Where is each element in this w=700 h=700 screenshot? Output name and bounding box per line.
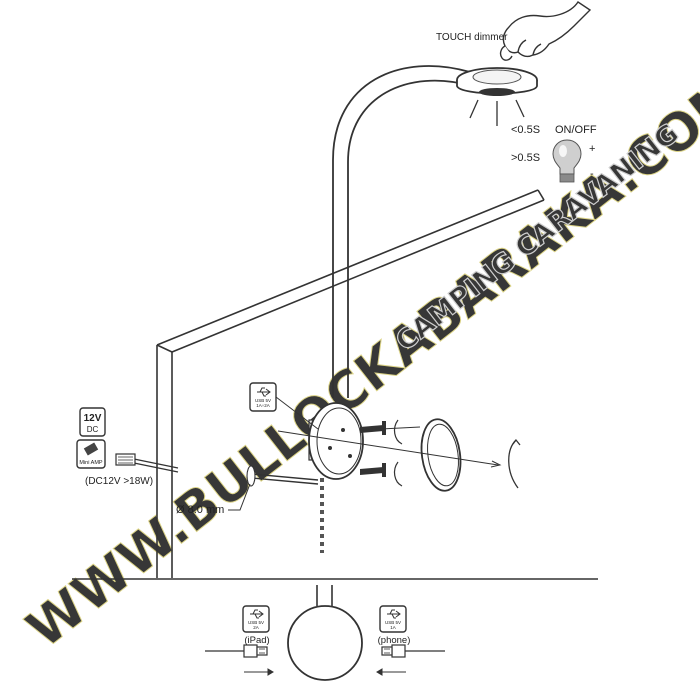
touch-dimmer-label: TOUCH dimmer	[436, 32, 508, 43]
rotate-cap-icon	[508, 438, 521, 489]
dim-plus-label: +	[589, 143, 595, 155]
plug-icon	[83, 442, 99, 456]
usb-right-line1: USB 5V	[385, 620, 401, 625]
insert-arrow-right	[376, 668, 406, 676]
usb-base-line2: 1A÷2A	[256, 403, 269, 408]
usb-badge-base: USB 5V 1A÷2A	[249, 382, 277, 412]
light-rays	[469, 99, 525, 126]
connector-label: Mini AMP	[79, 460, 103, 466]
usb-plug-right	[381, 644, 445, 658]
usb-badge-leader	[275, 396, 319, 430]
usb-right-device-label: (phone)	[378, 635, 411, 646]
usb-left-line2: 2A	[253, 625, 259, 630]
diameter-leader	[228, 483, 251, 511]
mini-amp-plug-icon	[115, 453, 136, 466]
usb-plug-left	[205, 644, 268, 658]
voltage-box: 12V DC	[79, 407, 106, 437]
watermark-main: WWW.BULLOCKABARAKA.COM	[16, 64, 700, 661]
usb-badge-right: USB 5V 1A	[379, 605, 407, 633]
gooseneck-arm	[332, 65, 473, 398]
on-off-label: ON/OFF	[555, 124, 597, 136]
usb-port-body	[287, 585, 363, 681]
usb-icon	[387, 609, 401, 619]
voltage-label: 12V	[84, 413, 102, 424]
usb-left-device-label: (iPad)	[244, 635, 269, 646]
rotate-arrow-icon	[393, 419, 403, 487]
hand-icon	[499, 1, 592, 61]
dim-minus-label: -	[590, 168, 594, 180]
light-bulb-icon	[552, 139, 582, 183]
watermark: WWW.BULLOCKABARAKA.COM CAMPING CARAVANIN…	[16, 63, 700, 661]
usb-icon	[257, 387, 271, 397]
lamp-head	[456, 67, 538, 96]
usb-badge-left: USB 5V 2A	[242, 605, 270, 633]
long-press-label: >0.5S	[511, 152, 540, 164]
assembly-axis	[277, 426, 502, 468]
usb-left-line1: USB 5V	[248, 620, 264, 625]
usb-right-line2: 1A	[390, 625, 396, 630]
power-spec-label: (DC12V >18W)	[85, 476, 153, 487]
cable-through-wall	[246, 465, 319, 487]
connector-box: Mini AMP	[76, 439, 106, 469]
insert-arrow-left	[244, 668, 274, 676]
power-cable	[133, 458, 179, 473]
wall-base	[308, 402, 364, 480]
cover-cap	[420, 418, 462, 492]
short-press-label: <0.5S	[511, 124, 540, 136]
usb-base-line1: USB 5V	[255, 398, 271, 403]
voltage-type-label: DC	[87, 425, 99, 434]
hole-diameter-label: Ø 8.0 mm	[176, 504, 224, 516]
usb-icon	[250, 609, 264, 619]
